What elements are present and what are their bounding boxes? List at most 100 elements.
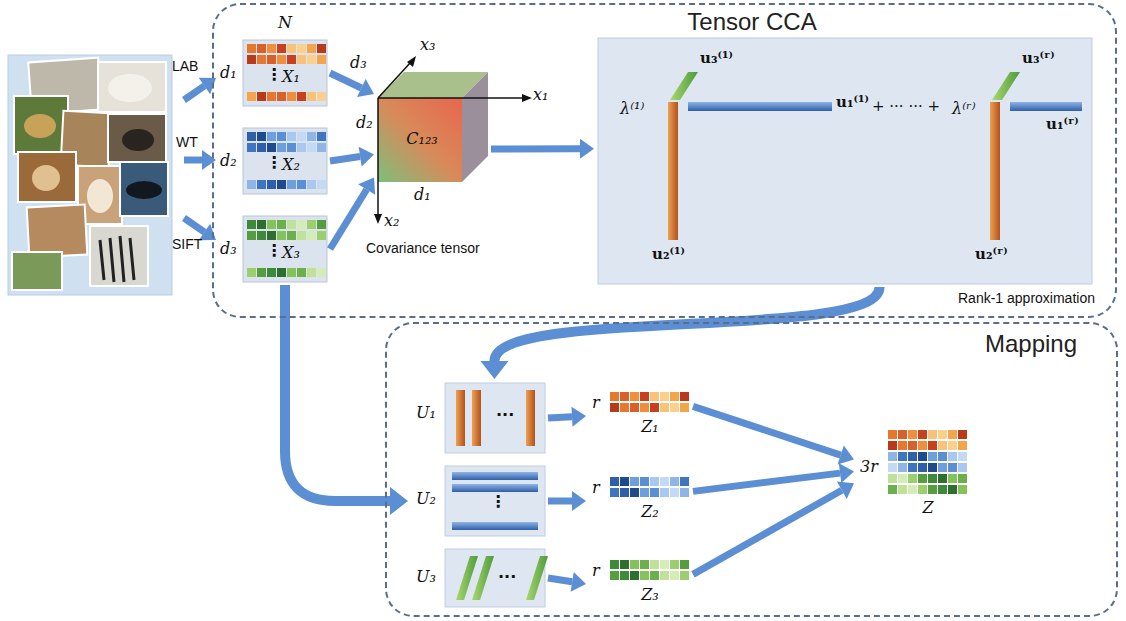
matrix-cell (267, 55, 276, 64)
matrix-cell (888, 452, 897, 461)
matrix-cell (680, 488, 689, 497)
matrix-cell (257, 92, 266, 101)
matrix-cell (898, 485, 907, 494)
matrix-cell (317, 180, 326, 189)
vector-bar (456, 390, 465, 446)
matrix-cell (898, 441, 907, 450)
vector-bar (472, 556, 494, 600)
matrix-cell (670, 403, 679, 412)
matrix-label: X₁ (282, 68, 300, 86)
matrix-cell (928, 430, 937, 439)
region-box: Tensor CCANd₁⋮X₁d₂⋮X₂d₃⋮X₃x₃d₃x₁d₂C₁₂₃d₁… (212, 3, 1117, 318)
matrix-cell (247, 92, 256, 101)
weight-label: λ⁽ʳ⁾ (952, 100, 976, 118)
flow-arrow (548, 572, 586, 592)
dimension-label: d₃ (220, 240, 237, 258)
matrix-cell (257, 231, 266, 240)
arrow-shaft (693, 406, 841, 455)
dimension-label: d₂ (220, 152, 237, 170)
caption-text: Covariance tensor (366, 240, 480, 256)
matrix-cell (888, 441, 897, 450)
arrow-head (571, 572, 586, 592)
matrix-cell (620, 477, 629, 486)
matrix-cell (247, 44, 256, 53)
matrix-cell (277, 132, 286, 141)
dimension-label: N (278, 14, 292, 32)
ellipsis: ··· (496, 406, 514, 424)
matrix-label: Z₂ (641, 503, 659, 521)
matrix-cell (918, 452, 927, 461)
matrix-cell (948, 430, 957, 439)
vector-bar (452, 522, 538, 530)
photo (90, 226, 148, 286)
matrix-cell (317, 132, 326, 141)
projection-panel (445, 466, 545, 536)
feature-matrix: Nd₁⋮X₁ (243, 40, 327, 106)
matrix-label: U₂ (416, 490, 436, 508)
matrix-label: U₃ (416, 568, 436, 586)
matrix-cell (277, 220, 286, 229)
matrix-cell (948, 463, 957, 472)
matrix-cell (640, 403, 649, 412)
projection-panel (445, 383, 545, 453)
region-title: Mapping (985, 330, 1077, 358)
matrix-cell (948, 485, 957, 494)
matrix-cell (918, 463, 927, 472)
matrix-cell (257, 143, 266, 152)
decomposition-panel (598, 38, 1092, 284)
matrix-cell (680, 403, 689, 412)
matrix-cell (958, 463, 967, 472)
cube-face (378, 98, 462, 182)
arrow-shaft (330, 157, 360, 161)
arrow-shaft (494, 287, 879, 361)
matrix-cell (680, 560, 689, 569)
matrix-cell (287, 180, 296, 189)
matrix-cell (958, 474, 967, 483)
matrix-cell (277, 268, 286, 277)
arrow-shaft (330, 73, 361, 88)
matrix-cell (297, 55, 306, 64)
matrix-cell (287, 268, 296, 277)
matrix-cell (908, 463, 917, 472)
matrix-cell (918, 430, 927, 439)
matrix-cell (660, 571, 669, 580)
matrix-cell (898, 463, 907, 472)
matrix-cell (610, 560, 619, 569)
matrix-cell (317, 231, 326, 240)
matrix-cell (898, 452, 907, 461)
matrix-cell (938, 441, 947, 450)
matrix-cell (307, 55, 316, 64)
matrix-cell (267, 231, 276, 240)
dimension-label: d₃ (350, 54, 367, 72)
matrix-cell (287, 143, 296, 152)
matrix-cell (257, 268, 266, 277)
vector-bar (670, 72, 698, 100)
axis-label: x₂ (384, 212, 399, 230)
axis-label: x₁ (533, 86, 548, 104)
mapped-matrix: rZ₁ (590, 392, 690, 440)
ellipsis: ⋮ (266, 154, 282, 172)
matrix-cell (640, 392, 649, 401)
matrix-cell (247, 231, 256, 240)
decomposition-panel: u₃⁽¹⁾λ⁽¹⁾u₁⁽¹⁾+ ··· ··· +u₃⁽ʳ⁾λ⁽ʳ⁾u₁⁽ʳ⁾u… (598, 38, 1092, 284)
weight-label: λ⁽¹⁾ (620, 100, 644, 118)
matrix-cell (938, 485, 947, 494)
matrix-cell (630, 477, 639, 486)
flow-arrow (548, 407, 586, 427)
matrix-cell (670, 560, 679, 569)
ellipsis: ⋮ (266, 242, 282, 260)
matrix-cell (630, 403, 639, 412)
matrix-cell (297, 180, 306, 189)
matrix-cell (247, 180, 256, 189)
flow-arrow (330, 178, 375, 249)
matrix-cell (908, 441, 917, 450)
projection-matrix: U₃··· (412, 549, 545, 607)
flow-arrow (330, 73, 374, 97)
mapped-matrix: rZ₃ (590, 560, 690, 608)
dimension-label: r (592, 479, 600, 497)
matrix-cell (307, 44, 316, 53)
matrix-cell (938, 463, 947, 472)
matrix-cell (650, 571, 659, 580)
matrix-cell (247, 143, 256, 152)
